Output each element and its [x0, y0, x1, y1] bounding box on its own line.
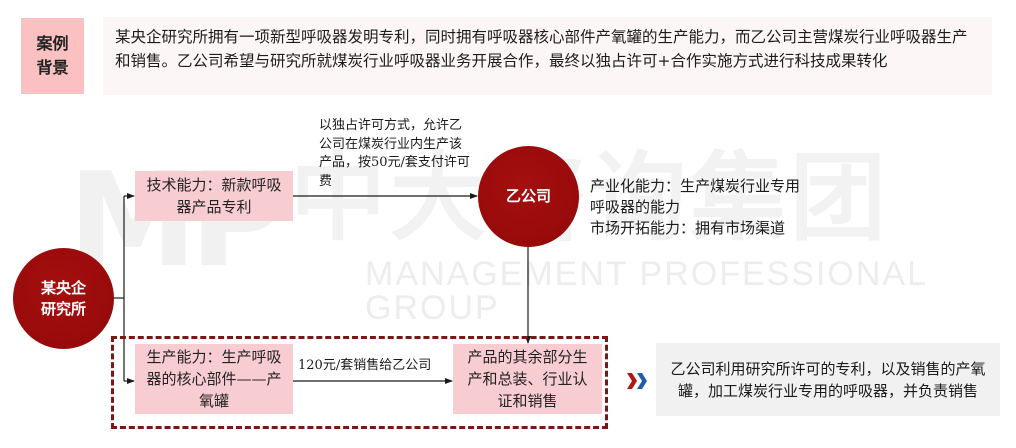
institute-node: 某央企 研究所 — [13, 248, 114, 349]
watermark-english: MANAGEMENT PROFESSIONAL GROUP — [365, 255, 927, 327]
license-note: 以独占许可方式，允许乙公司在煤炭行业内生产该产品，按50元/套支付许可费 — [319, 118, 470, 189]
company-b-node: 乙公司 — [478, 146, 579, 247]
production-capability-box: 生产能力：生产呼吸器的核心部件——产氧罐 — [135, 344, 293, 414]
tech-capability-text: 技术能力：新款呼吸器产品专利 — [146, 176, 282, 216]
remaining-parts-box: 产品的其余部分生产和总装、行业认证和销售 — [453, 344, 602, 414]
watermark-chinese: 中大咨询集团 — [290, 142, 890, 254]
institute-line-2: 研究所 — [40, 299, 86, 318]
result-summary-text: 乙公司利用研究所许可的专利，以及销售的产氧罐，加工煤炭行业专用的呼吸器，并负责销… — [670, 359, 986, 400]
remaining-parts-text: 产品的其余部分生产和总装、行业认证和销售 — [467, 348, 588, 410]
industrialization-capability: 产业化能力：生产煤炭行业专用 — [590, 177, 801, 195]
industrialization-capability-cont: 呼吸器的能力 — [590, 198, 681, 216]
result-summary-box: 乙公司利用研究所许可的专利，以及销售的产氧罐，加工煤炭行业专用的呼吸器，并负责销… — [656, 343, 1000, 416]
production-cooperation-group — [111, 336, 608, 429]
tech-capability-box: 技术能力：新款呼吸器产品专利 — [135, 171, 293, 221]
company-b-label: 乙公司 — [505, 187, 551, 205]
institute-line-1: 某央企 — [40, 278, 86, 297]
case-background-label: 案例 背景 — [21, 18, 84, 94]
sale-note: 120元/套销售给乙公司 — [298, 358, 432, 373]
label-line-2: 背景 — [36, 58, 69, 77]
label-line-1: 案例 — [36, 34, 69, 53]
case-description: 某央企研究所拥有一项新型呼吸器发明专利，同时拥有呼吸器核心部件产氧罐的生产能力，… — [103, 17, 992, 95]
company-b-capabilities: 产业化能力：生产煤炭行业专用 呼吸器的能力 市场开拓能力：拥有市场渠道 — [590, 176, 800, 239]
production-capability-text: 生产能力：生产呼吸器的核心部件——产氧罐 — [146, 348, 282, 410]
market-capability: 市场开拓能力：拥有市场渠道 — [590, 219, 786, 237]
double-chevron-right-icon — [627, 373, 647, 389]
